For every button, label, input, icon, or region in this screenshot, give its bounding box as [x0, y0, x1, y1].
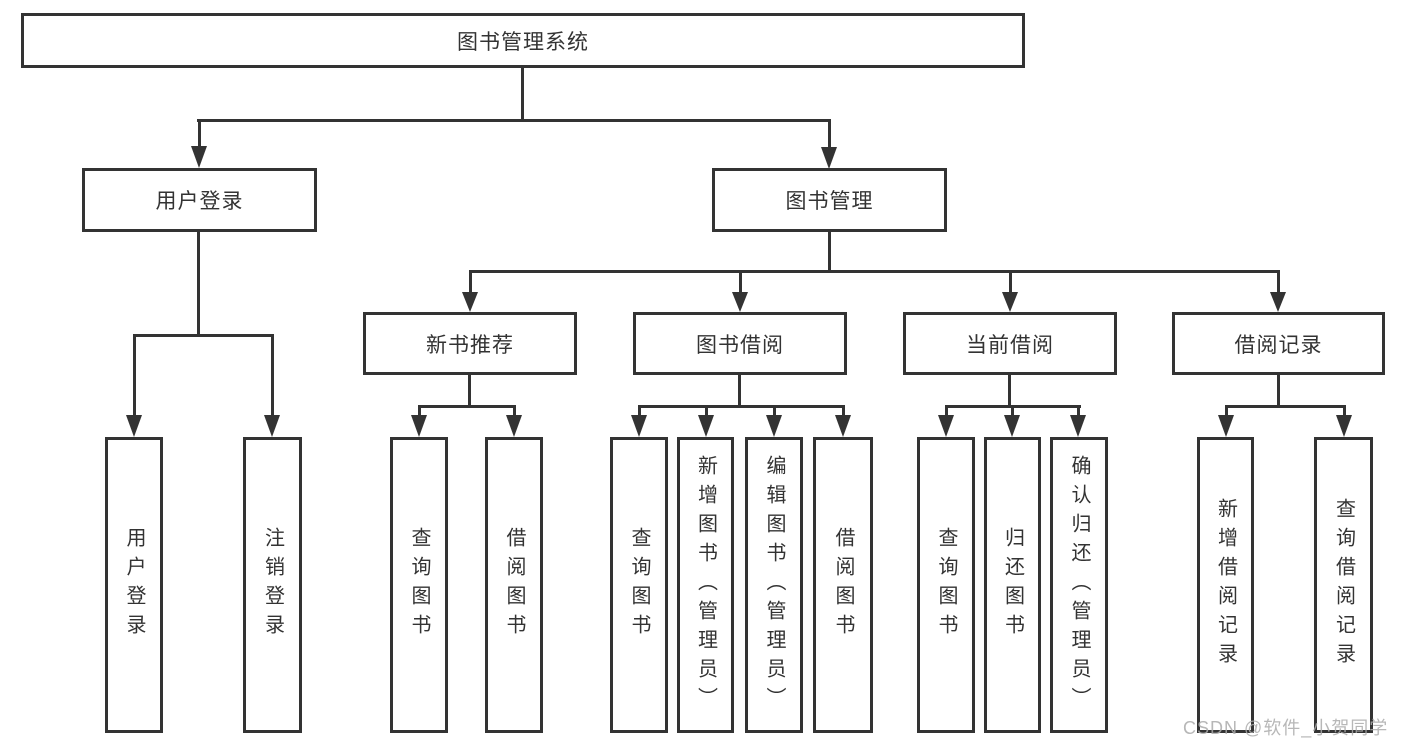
leaf-label: 归还图书 — [1001, 527, 1024, 643]
leaf-label: 查询图书 — [935, 527, 957, 643]
node-new-book-recommendation: 新书推荐 — [363, 312, 577, 375]
connector-leaf-stem — [1077, 405, 1080, 415]
node-borrowing-records: 借阅记录 — [1172, 312, 1385, 375]
node-label: 图书管理 — [785, 190, 874, 213]
arrow-down-icon — [1218, 415, 1234, 437]
connector-leaf-stem — [133, 334, 136, 415]
connector-leaf-stem — [1225, 405, 1228, 415]
leaf-edit-books-admin: 编辑图书（管理员） — [745, 437, 803, 733]
connector-group-stem — [1008, 375, 1011, 408]
connector-user-login-down — [197, 232, 200, 336]
node-label: 借阅记录 — [1234, 333, 1323, 357]
arrow-down-icon — [462, 292, 478, 312]
node-book-borrowing: 图书借阅 — [633, 312, 847, 375]
leaf-label: 用户登录 — [123, 527, 145, 643]
leaf-add-books-admin: 新增图书（管理员） — [677, 437, 734, 733]
leaf-label: 新增借阅记录 — [1214, 498, 1237, 672]
connector-group-hline — [638, 405, 845, 408]
leaf-query-borrow-record: 查询借阅记录 — [1314, 437, 1373, 733]
connector-l3-stem — [1277, 270, 1280, 292]
node-label: 当前借阅 — [966, 333, 1054, 357]
leaf-query-books-recommend: 查询图书 — [390, 437, 448, 733]
arrow-down-icon — [631, 415, 647, 437]
leaf-borrow-books-recommend: 借阅图书 — [485, 437, 543, 733]
leaf-query-books-borrow: 查询图书 — [610, 437, 668, 733]
watermark: CSDN @软件_小贺同学 — [1183, 718, 1389, 738]
arrow-down-icon — [732, 292, 748, 312]
node-user-login: 用户登录 — [82, 168, 317, 232]
leaf-label: 新增图书（管理员） — [694, 454, 717, 716]
arrow-down-icon — [1004, 415, 1020, 437]
node-label: 图书借阅 — [696, 333, 784, 357]
arrow-down-icon — [191, 146, 207, 168]
leaf-logout: 注销登录 — [243, 437, 302, 733]
leaf-label: 借阅图书 — [832, 527, 854, 643]
arrow-down-icon — [1002, 292, 1018, 312]
connector-root-hline — [197, 119, 831, 122]
connector-leaf-stem — [773, 405, 776, 415]
connector-group-hline — [418, 405, 516, 408]
leaf-label: 确认归还（管理员） — [1068, 454, 1090, 716]
leaf-return-books: 归还图书 — [984, 437, 1041, 733]
leaf-add-borrow-record: 新增借阅记录 — [1197, 437, 1254, 733]
connector-leaf-stem — [418, 405, 421, 415]
leaf-label: 注销登录 — [261, 527, 284, 643]
node-current-borrowing: 当前借阅 — [903, 312, 1117, 375]
arrow-down-icon — [411, 415, 427, 437]
connector-group-stem — [738, 375, 741, 408]
arrow-down-icon — [1070, 415, 1086, 437]
connector-leaf-stem — [1343, 405, 1346, 415]
connector-user-login-stem — [198, 119, 201, 147]
node-label: 新书推荐 — [426, 333, 514, 357]
connector-leaf-stem — [513, 405, 516, 415]
node-book-management: 图书管理 — [712, 168, 947, 232]
connector-leaf-stem — [842, 405, 845, 415]
connector-group-hline — [1225, 405, 1346, 408]
connector-group-stem — [1277, 375, 1280, 408]
connector-user-login-hline — [133, 334, 273, 337]
arrow-down-icon — [1336, 415, 1352, 437]
leaf-label: 编辑图书（管理员） — [763, 454, 785, 716]
connector-leaf-stem — [945, 405, 948, 415]
leaf-label: 查询图书 — [408, 527, 430, 643]
leaf-query-books-current: 查询图书 — [917, 437, 975, 733]
connector-l3-stem — [469, 270, 472, 292]
leaf-label: 查询图书 — [628, 527, 650, 643]
node-label: 图书管理系统 — [457, 30, 589, 54]
connector-l3-stem — [739, 270, 742, 292]
leaf-confirm-return-admin: 确认归还（管理员） — [1050, 437, 1108, 733]
arrow-down-icon — [766, 415, 782, 437]
arrow-down-icon — [264, 415, 280, 437]
connector-l3-stem — [1009, 270, 1012, 292]
arrow-down-icon — [126, 415, 142, 437]
connector-leaf-stem — [1011, 405, 1014, 415]
connector-book-mgmt-hline — [469, 270, 1280, 273]
connector-root-stem — [521, 68, 524, 121]
leaf-user-login: 用户登录 — [105, 437, 163, 733]
arrow-down-icon — [506, 415, 522, 437]
arrow-down-icon — [938, 415, 954, 437]
leaf-label: 借阅图书 — [503, 527, 525, 643]
leaf-label: 查询借阅记录 — [1332, 498, 1355, 672]
connector-group-stem — [468, 375, 471, 408]
node-label: 用户登录 — [155, 190, 244, 213]
node-library-management-system: 图书管理系统 — [21, 13, 1025, 68]
arrow-down-icon — [1270, 292, 1286, 312]
connector-book-mgmt-stem — [828, 119, 831, 147]
connector-leaf-stem — [271, 334, 274, 415]
connector-leaf-stem — [705, 405, 708, 415]
arrow-down-icon — [835, 415, 851, 437]
arrow-down-icon — [698, 415, 714, 437]
connector-leaf-stem — [638, 405, 641, 415]
connector-book-mgmt-down — [828, 232, 831, 273]
arrow-down-icon — [821, 147, 837, 169]
leaf-borrow-books: 借阅图书 — [813, 437, 873, 733]
